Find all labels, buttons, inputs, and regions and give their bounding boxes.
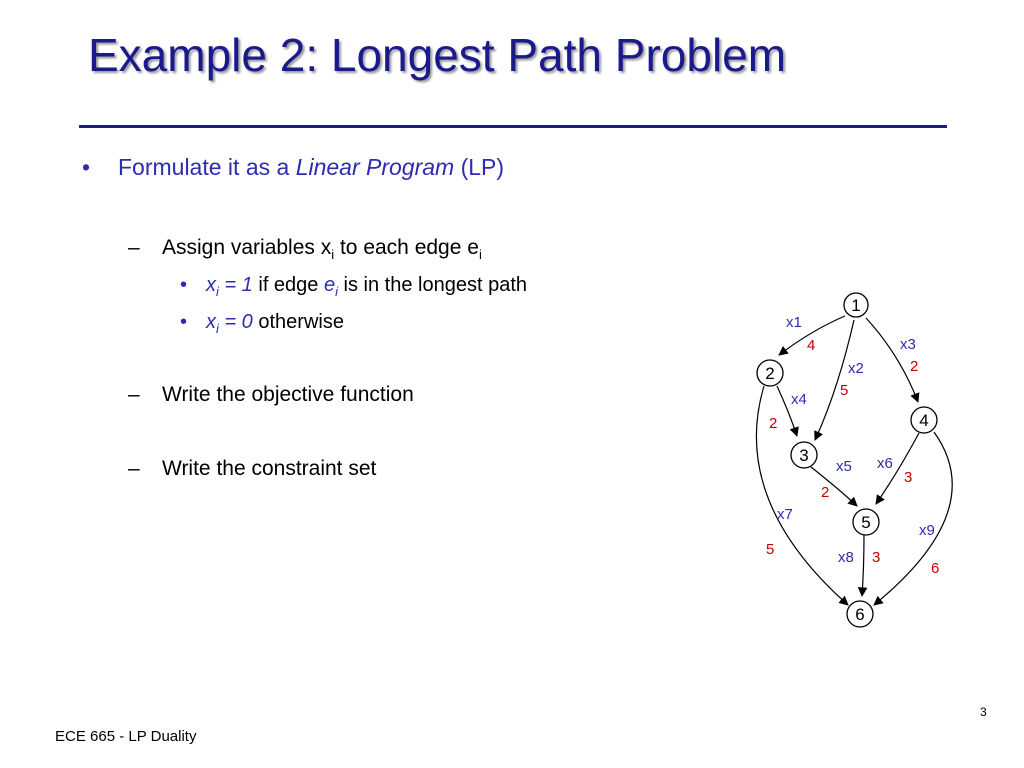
footer-text: ECE 665 - LP Duality xyxy=(55,728,197,745)
edge-var-x8: x8 xyxy=(838,549,854,566)
graph-node-3: 3 xyxy=(790,441,818,469)
var-x: x xyxy=(206,311,216,333)
sub-sub-bullet-2: • xi = 0 otherwise xyxy=(180,311,344,336)
assign-sub-b: i xyxy=(478,247,482,263)
edge-x3 xyxy=(865,317,920,403)
item1-text-b: is in the longest path xyxy=(338,274,528,296)
graph-node-2: 2 xyxy=(756,359,784,387)
graph-node-5: 5 xyxy=(852,508,880,536)
edge-weight-x1: 4 xyxy=(807,337,815,354)
edge-weight-x5: 2 xyxy=(821,484,829,501)
item1-text-a: if edge xyxy=(252,274,324,296)
sub-bullet-constraints: –Write the constraint set xyxy=(128,457,376,481)
edge-var-x6: x6 xyxy=(877,455,893,472)
edge-var-x9: x9 xyxy=(919,522,935,539)
edge-weight-x2: 5 xyxy=(840,382,848,399)
edge-x4 xyxy=(776,385,799,437)
assign-sub-a: i xyxy=(331,247,335,263)
bullet-main-emphasis: Linear Program xyxy=(295,154,455,180)
title-underline xyxy=(79,125,947,128)
bullet-main-suffix: (LP) xyxy=(454,154,505,180)
edge-x1 xyxy=(778,315,846,356)
edge-weight-x6: 3 xyxy=(904,469,912,486)
edge-var-x1: x1 xyxy=(786,314,802,331)
edge-x9 xyxy=(873,431,953,606)
edge-x2 xyxy=(814,319,855,441)
var-x-sub: i xyxy=(216,321,219,336)
var-eq: = 0 xyxy=(218,311,253,333)
edge-var-x4: x4 xyxy=(791,391,807,408)
sub-bullet-assign: –Assign variables xi to each edge ei xyxy=(128,236,482,262)
node-label: 1 xyxy=(851,296,860,315)
sub-bullet-marker: • xyxy=(180,274,188,296)
edge-var-x2: x2 xyxy=(848,360,864,377)
slide-title: Example 2: Longest Path Problem xyxy=(88,29,787,81)
node-label: 4 xyxy=(919,411,928,430)
var-eq: = 1 xyxy=(218,274,253,296)
edge-var-x5: x5 xyxy=(836,458,852,475)
sub-bullet-objective: –Write the objective function xyxy=(128,383,414,407)
var-x: x xyxy=(206,274,216,296)
constraints-text: Write the constraint set xyxy=(162,457,377,480)
node-label: 2 xyxy=(765,364,774,383)
edge-weight-x4: 2 xyxy=(769,415,777,432)
page-number: 3 xyxy=(980,705,987,719)
assign-text-b: to each edge e xyxy=(334,236,479,259)
graph-node-4: 4 xyxy=(910,406,938,434)
edge-e: e xyxy=(323,274,336,296)
dash-marker: – xyxy=(128,383,140,406)
edge-x7 xyxy=(755,385,849,606)
edge-var-x7: x7 xyxy=(777,506,793,523)
bullet-marker: • xyxy=(82,154,91,180)
dash-marker: – xyxy=(128,457,140,480)
edge-weight-x3: 2 xyxy=(910,358,918,375)
node-label: 6 xyxy=(855,605,864,624)
node-label: 3 xyxy=(799,446,808,465)
bullet-main: • Formulate it as a Linear Program (LP) xyxy=(82,154,504,181)
edge-x6 xyxy=(875,432,920,505)
var-x-sub: i xyxy=(216,284,219,299)
objective-text: Write the objective function xyxy=(162,383,414,406)
edge-weight-x7: 5 xyxy=(766,541,774,558)
node-label: 5 xyxy=(861,513,870,532)
sub-bullet-marker: • xyxy=(180,311,188,333)
edge-weight-x9: 6 xyxy=(931,560,939,577)
edge-x8 xyxy=(857,534,868,597)
graph-node-1: 1 xyxy=(843,292,869,318)
edge-var-x3: x3 xyxy=(900,336,916,353)
edge-weight-x8: 3 xyxy=(872,549,880,566)
bullet-main-prefix: Formulate it as a xyxy=(118,154,296,180)
graph-node-6: 6 xyxy=(846,600,874,628)
item2-text-a: otherwise xyxy=(252,311,344,333)
assign-text-a: Assign variables x xyxy=(162,236,332,259)
sub-sub-bullet-1: •xi = 1 if edge ei is in the longest pat… xyxy=(180,274,527,299)
edge-e-sub: i xyxy=(335,284,338,299)
dash-marker: – xyxy=(128,236,140,259)
edge-x5 xyxy=(810,466,858,507)
